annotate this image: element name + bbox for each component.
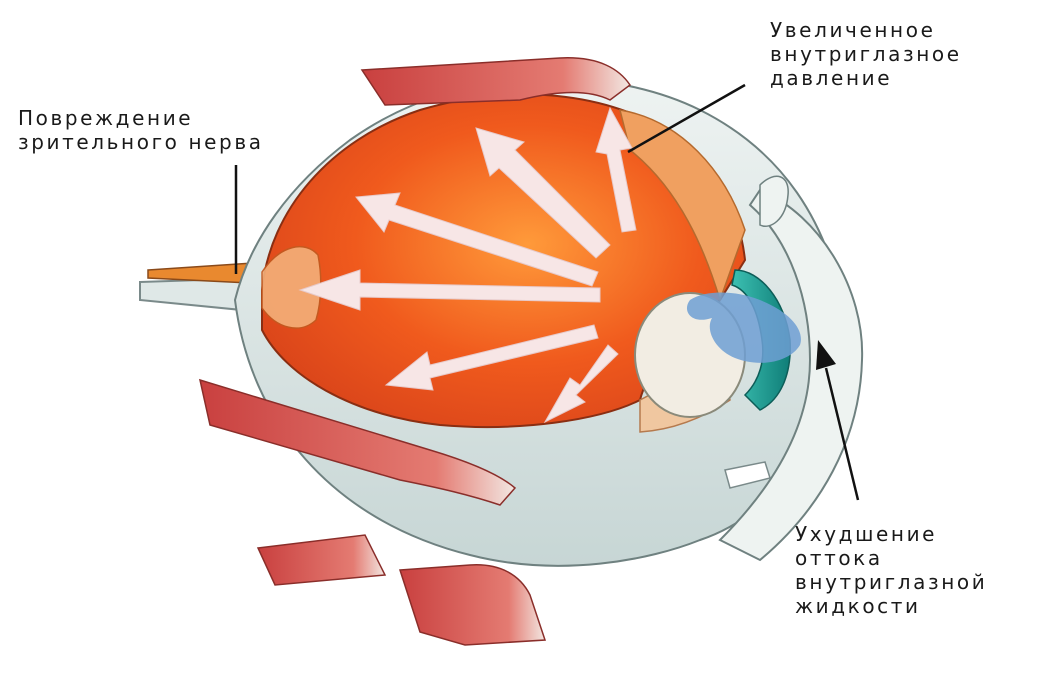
label-line: внутриглазное xyxy=(770,42,962,66)
label-outflow-impairment: Ухудшение оттока внутриглазной жидкости xyxy=(795,522,987,618)
label-line: давление xyxy=(770,66,962,90)
label-line: жидкости xyxy=(795,594,987,618)
label-line: Ухудшение xyxy=(795,522,987,546)
label-line: Повреждение xyxy=(18,106,264,130)
label-line: Увеличенное xyxy=(770,18,962,42)
muscle-lower-front xyxy=(400,565,545,645)
label-optic-nerve-damage: Повреждение зрительного нерва xyxy=(18,106,264,154)
muscle-lower-left xyxy=(258,535,385,585)
label-line: оттока xyxy=(795,546,987,570)
label-line: зрительного нерва xyxy=(18,130,264,154)
label-increased-pressure: Увеличенное внутриглазное давление xyxy=(770,18,962,90)
label-line: внутриглазной xyxy=(795,570,987,594)
